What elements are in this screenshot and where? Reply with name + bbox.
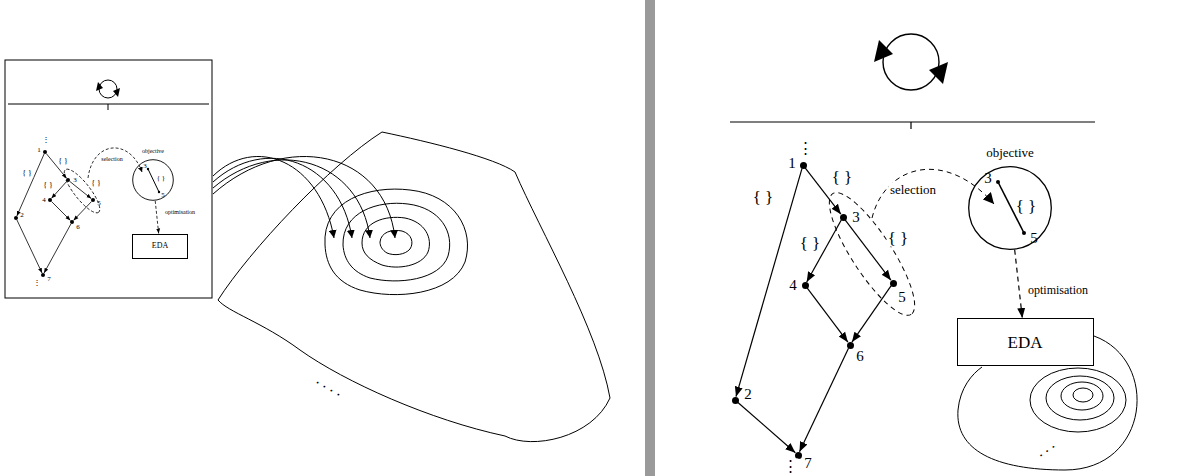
ellipsis-mark: ⋮ xyxy=(797,141,814,156)
point-number: 5 xyxy=(898,290,906,305)
connector-arrow xyxy=(738,402,796,452)
ellipsis-mark: ⋮ xyxy=(32,279,42,287)
panel-frame xyxy=(5,60,212,298)
point-number: 3 xyxy=(852,210,860,225)
eda-box: EDA xyxy=(132,234,188,259)
ellipsis-mark: . . . . xyxy=(313,371,347,400)
circle-text: 3 xyxy=(984,171,992,186)
edge-label: optimisation xyxy=(1027,284,1089,296)
connector-arrow xyxy=(44,224,71,273)
separator-tick xyxy=(910,122,911,129)
eda-box: EDA xyxy=(957,318,1094,366)
point-number: 4 xyxy=(789,278,797,293)
lattice-point: 3 xyxy=(66,178,70,182)
set-brace: { } xyxy=(90,180,102,188)
set-brace: { } xyxy=(752,189,775,206)
lattice-point: 5 xyxy=(890,280,897,287)
connector-arrow xyxy=(852,286,891,342)
circle-heading: objective xyxy=(986,146,1034,159)
lattice-point: 7 xyxy=(41,273,45,277)
set-brace: { } xyxy=(799,235,822,252)
circle-text: { } xyxy=(1016,198,1037,215)
circle-text: 5 xyxy=(161,192,165,199)
fitness-landscape xyxy=(218,132,610,442)
arrow-label: selection xyxy=(889,183,937,196)
point-number: 3 xyxy=(73,176,77,183)
lattice-point: 6 xyxy=(847,342,854,349)
set-brace: { } xyxy=(21,170,33,178)
connector-arrow xyxy=(845,220,891,280)
cycle-icon xyxy=(874,34,948,90)
lattice-point: 1 xyxy=(800,162,807,169)
edge-label: optimisation xyxy=(164,209,196,215)
objective-circle: objective3{ }5 xyxy=(132,159,174,201)
connector-arrow xyxy=(70,181,92,198)
set-brace: { } xyxy=(887,230,910,247)
cycle-icon xyxy=(96,80,120,98)
divider-bar xyxy=(645,0,655,476)
ellipsis-mark: . . . xyxy=(1032,436,1058,460)
point-number: 2 xyxy=(20,212,24,219)
lattice-point: 4 xyxy=(48,198,52,202)
circle-outline xyxy=(132,159,174,201)
circle-text: 5 xyxy=(1030,231,1038,246)
lattice-point: 3 xyxy=(840,214,847,221)
set-brace: { } xyxy=(57,158,69,166)
point-number: 6 xyxy=(856,349,864,364)
objective-circle: objective3{ }5 xyxy=(968,166,1052,250)
lattice-point: 4 xyxy=(802,282,809,289)
set-brace: { } xyxy=(42,182,54,190)
lattice-point: 7 xyxy=(795,452,802,459)
connector-arrow xyxy=(74,202,92,221)
lattice-point: 6 xyxy=(70,220,74,224)
point-number: 1 xyxy=(37,146,41,153)
connector-arrow xyxy=(52,202,71,221)
set-brace: { } xyxy=(831,169,854,186)
lattice-point: 2 xyxy=(14,216,18,220)
ellipsis-mark: ⋮ xyxy=(782,459,799,474)
connector-arrow xyxy=(17,154,44,216)
lattice-point: 5 xyxy=(91,198,95,202)
box-label: EDA xyxy=(152,242,168,250)
point-number: 7 xyxy=(47,275,51,282)
point-number: 1 xyxy=(788,156,796,171)
point-number: 2 xyxy=(744,387,752,402)
point-number: 5 xyxy=(97,199,101,206)
box-label: EDA xyxy=(1008,334,1043,351)
circle-outline xyxy=(133,160,174,201)
connector-arrow xyxy=(799,348,848,452)
connector-arrow xyxy=(17,220,42,273)
point-number: 4 xyxy=(42,196,46,203)
circle-heading: objective xyxy=(142,148,164,154)
separator-line xyxy=(730,121,1095,122)
lattice-point: 2 xyxy=(732,397,739,404)
circle-text: 3 xyxy=(143,163,147,170)
separator-tick xyxy=(108,104,109,110)
connector-arrow xyxy=(155,201,158,234)
lattice-point: 1 xyxy=(43,150,47,154)
selection-arrow xyxy=(872,169,994,218)
point-number: 6 xyxy=(76,223,80,230)
ellipsis-mark: ⋮ xyxy=(41,136,51,144)
selection-ellipse xyxy=(59,165,105,217)
circle-text: { } xyxy=(157,175,165,182)
circle-outline xyxy=(969,167,1052,250)
point-number: 7 xyxy=(804,456,812,471)
connector-arrow xyxy=(807,288,848,342)
connector-arrow xyxy=(1015,250,1023,318)
arrow-label: selection xyxy=(100,156,123,162)
connector-arrow xyxy=(736,168,802,396)
circle-outline xyxy=(968,166,1052,250)
